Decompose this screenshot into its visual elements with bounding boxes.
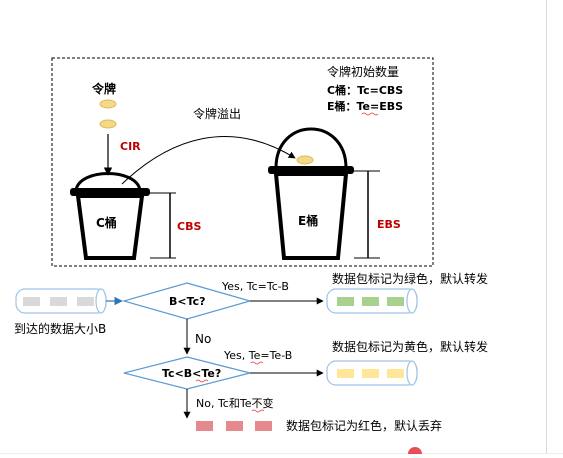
- packet-size-label: 到达的数据大小B: [14, 321, 106, 336]
- green-result: 数据包标记为绿色，默认转发: [332, 271, 488, 286]
- right-edge-line: [546, 0, 547, 454]
- red-result: 数据包标记为红色，默认丢弃: [286, 418, 442, 433]
- red-packet-3: [255, 421, 272, 431]
- decision2-squiggle: [195, 379, 209, 383]
- cir-label: CIR: [120, 140, 141, 153]
- bucket-frame: [51, 57, 434, 267]
- c-bucket: [70, 172, 150, 260]
- token-2: [99, 119, 117, 129]
- yes2-label: Yes, Te=Te-B: [223, 349, 292, 362]
- tokens-label: 令牌: [91, 81, 116, 96]
- red-packet-1: [196, 421, 213, 431]
- no2-squiggle: [251, 409, 265, 413]
- no1-label: No: [195, 332, 211, 346]
- overflow-label: 令牌溢出: [193, 106, 241, 121]
- decision1-label: B<Tc?: [169, 295, 206, 308]
- e-bucket: [268, 127, 354, 260]
- yes2-squiggle: [250, 361, 264, 365]
- green-pipe: [326, 288, 418, 314]
- e-bucket-token: [296, 155, 314, 165]
- c-bucket-label: C桶: [96, 215, 117, 230]
- red-packet-2: [226, 421, 243, 431]
- c-initial: C桶：Tc=CBS: [327, 83, 403, 97]
- input-pipe: [15, 288, 107, 314]
- e-bucket-label: E桶: [298, 213, 318, 228]
- yes1-label: Yes, Tc=Tc-B: [221, 280, 289, 293]
- no2-label: No, Tc和Te不变: [196, 396, 273, 410]
- e-initial: E桶：Te=EBS: [327, 99, 403, 113]
- cbs-label: CBS: [177, 220, 201, 233]
- yellow-pipe: [326, 360, 418, 386]
- ebs-label: EBS: [377, 218, 401, 231]
- yellow-result: 数据包标记为黄色，默认转发: [332, 339, 488, 354]
- red-corner-mark: [408, 447, 422, 454]
- initial-title: 令牌初始数量: [327, 64, 399, 79]
- overflow-arrow: [121, 136, 296, 185]
- e-initial-squiggle: [361, 112, 379, 116]
- decision2-label: Tc<B<Te?: [162, 367, 221, 380]
- token-1: [99, 99, 117, 109]
